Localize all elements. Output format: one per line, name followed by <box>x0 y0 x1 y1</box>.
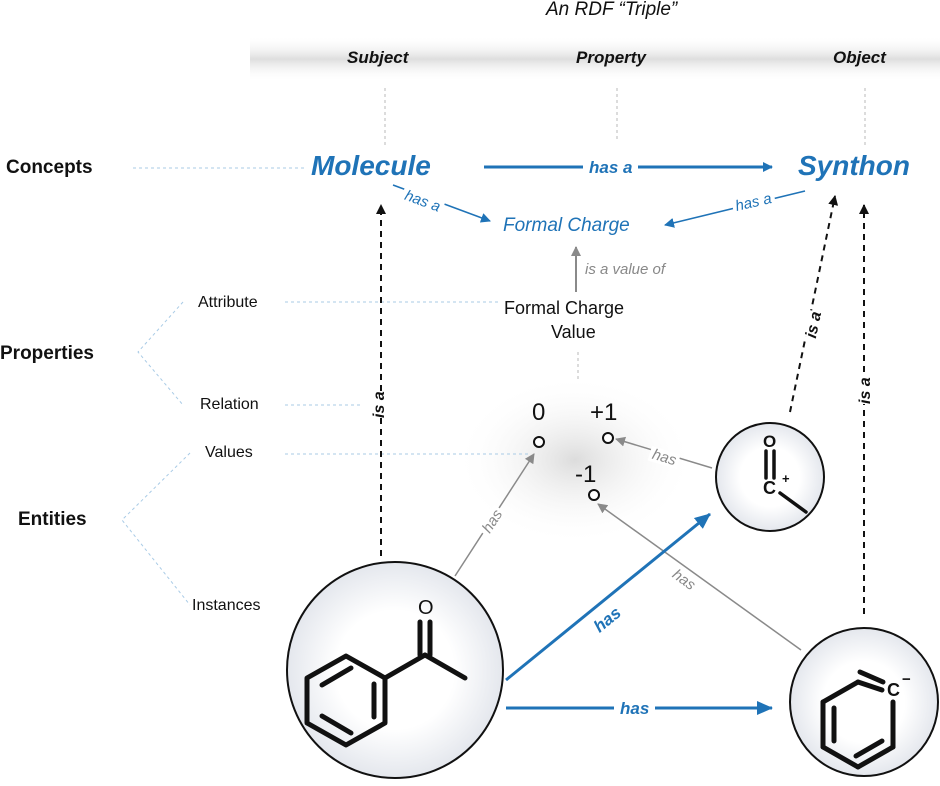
row-instances: Instances <box>192 597 261 614</box>
value-dots <box>533 432 614 501</box>
phenyl-is-a-label: is a <box>856 377 876 404</box>
phenyl-has-value-arrow <box>597 503 802 651</box>
phenyl-carbon-label: C <box>887 680 900 700</box>
phenyl-minus-label: − <box>902 671 911 688</box>
header-band <box>250 36 940 82</box>
row-values: Values <box>205 444 253 461</box>
value-minus-one-label: -1 <box>575 461 597 488</box>
phenyl-anion-synthon <box>789 627 939 777</box>
acetophenone-oxygen-label: O <box>418 597 434 619</box>
value-dot-plus-one <box>602 432 614 444</box>
row-relation: Relation <box>200 396 259 413</box>
values-glow <box>455 375 695 545</box>
concept-formal-charge: Formal Charge <box>503 215 630 236</box>
acylium-synthon <box>715 422 825 532</box>
row-entities: Entities <box>18 509 87 530</box>
column-subject: Subject <box>347 48 409 67</box>
row-properties: Properties <box>0 343 94 364</box>
row-guides <box>121 167 528 606</box>
value-dot-zero <box>533 436 545 448</box>
acylium-is-a-synthon-arrow <box>789 195 839 413</box>
instance-has-acylium-arrow <box>505 512 711 682</box>
has-a-concept-label: has a <box>583 159 639 176</box>
concept-synthon: Synthon <box>798 150 910 181</box>
diagram-title: An RDF “Triple” <box>546 0 678 20</box>
instance-has-phenyl-label: has <box>614 700 656 717</box>
value-zero-label: 0 <box>532 399 546 426</box>
value-dot-minus-one <box>588 489 600 501</box>
formal-charge-value-line1: Formal Charge <box>504 298 625 318</box>
row-attribute: Attribute <box>198 294 258 311</box>
acylium-oxygen-label: O <box>763 432 777 451</box>
formal-charge-value-line2: Value <box>551 322 596 342</box>
molecule-is-a-label: is a <box>370 391 390 418</box>
column-property: Property <box>576 48 646 67</box>
value-plus-one-label: +1 <box>590 399 618 426</box>
acylium-carbon-label: C <box>763 478 776 498</box>
is-a-value-of-label: is a value of <box>585 261 666 278</box>
acylium-plus-label: + <box>782 471 790 486</box>
column-object: Object <box>833 48 886 67</box>
acetophenone-instance <box>286 561 504 779</box>
concept-molecule: Molecule <box>311 150 431 181</box>
row-concepts: Concepts <box>6 157 93 178</box>
guide-lines <box>384 88 866 382</box>
